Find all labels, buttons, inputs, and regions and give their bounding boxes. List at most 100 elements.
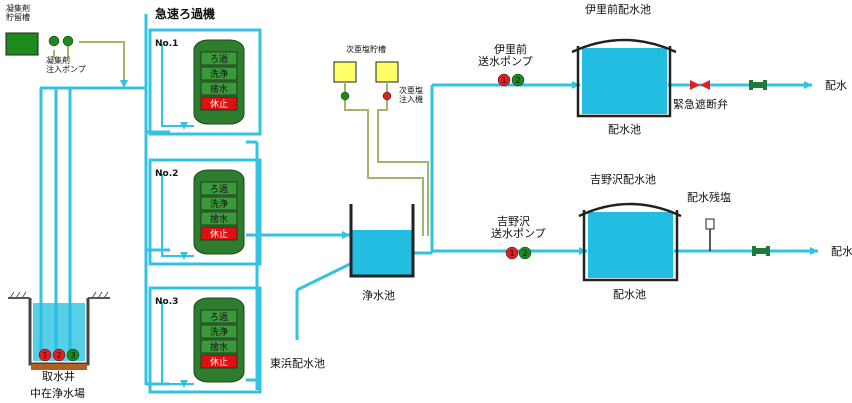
- yoshinosawa-outlet-valve[interactable]: [752, 246, 770, 256]
- rapid-filter-title: 急速ろ過機: [155, 6, 215, 21]
- hypochlorite-tank-label: 次亜塩貯槽: [346, 44, 386, 54]
- intake-well-label: 取水井: [42, 369, 75, 383]
- yoshinosawa-pool-roof: [578, 202, 682, 218]
- yoshinosawa-pool-title: 吉野沢配水池: [590, 172, 656, 186]
- valve-icon: [700, 80, 710, 90]
- filter-state-1[interactable]: ろ過: [200, 181, 238, 196]
- coagulant-pumps[interactable]: [48, 35, 74, 47]
- emergency-valve-label: 緊急遮断弁: [673, 97, 728, 111]
- filter-number: No.3: [155, 297, 178, 307]
- filter-state-4[interactable]: 休止: [200, 354, 238, 369]
- filter-number: No.2: [155, 169, 178, 179]
- arrow-right-icon: [342, 231, 350, 239]
- hypo-line-2: [377, 100, 429, 236]
- filter-state-label: 休止: [210, 356, 228, 368]
- coagulant-tank-label: 凝集剤 貯留槽: [6, 3, 33, 22]
- arrow-right-icon: [810, 247, 818, 255]
- filter-state-label: ろ過: [210, 312, 228, 323]
- residual-chlorine-label: 配水残塩: [687, 190, 731, 204]
- higashihama-label: 東浜配水池: [270, 357, 325, 370]
- filter-number: No.1: [155, 39, 178, 49]
- pump-number: 1: [501, 76, 506, 85]
- pump-3[interactable]: 3: [66, 348, 80, 362]
- haisui-1-label: 配水: [825, 79, 847, 92]
- irimae-pool[interactable]: [571, 38, 677, 118]
- hypochlorite-tank-1[interactable]: [333, 61, 357, 83]
- yoshinosawa-pump-label: 吉野沢 送水ポンプ: [491, 214, 546, 240]
- filter-state-label: 捨水: [210, 213, 228, 225]
- yoshinosawa-pool-wall: [582, 210, 679, 282]
- hypochlorite-pump-1[interactable]: [340, 91, 350, 101]
- filter-state-label: 洗浄: [210, 326, 228, 338]
- arrow-right-icon: [804, 81, 812, 89]
- clear-well-water: [351, 230, 413, 275]
- filter-inner-pipe: [161, 44, 194, 127]
- chemical-lines: [53, 41, 429, 236]
- irimae-pump-label: 伊里前 送水ポンプ: [478, 42, 533, 68]
- filter-state-3[interactable]: 捨水: [200, 81, 238, 96]
- hypochlorite-tank-2[interactable]: [375, 61, 399, 83]
- pump-number: 3: [70, 351, 75, 360]
- filter-state-label: 休止: [210, 228, 228, 240]
- pump-2[interactable]: 2: [52, 348, 66, 362]
- pump-number: 1: [509, 249, 514, 258]
- pump-1[interactable]: 1: [497, 73, 511, 87]
- irimae-pool-title: 伊里前配水池: [585, 2, 651, 16]
- filter-state-label: ろ過: [210, 184, 228, 195]
- coagulant-pump-1[interactable]: [48, 35, 60, 47]
- arrow-down-icon: [120, 80, 128, 88]
- arrow-down-icon: [180, 252, 188, 260]
- pump-number: 2: [515, 76, 520, 85]
- filter-state-3[interactable]: 捨水: [200, 211, 238, 226]
- coagulant-pump-2[interactable]: [62, 35, 74, 47]
- hypo-line-1: [344, 100, 424, 236]
- filter-state-2[interactable]: 洗浄: [200, 196, 238, 211]
- filter-state-label: 洗浄: [210, 68, 228, 80]
- irimae-outlet-valve[interactable]: [749, 80, 767, 90]
- yoshinosawa-pool-water: [588, 212, 673, 278]
- pump-1[interactable]: 1: [505, 246, 519, 260]
- filter-frame: [148, 158, 262, 266]
- filter-state-3[interactable]: 捨水: [200, 339, 238, 354]
- higashihama-pipe: [296, 262, 351, 292]
- irimae-pool-label: 配水池: [608, 123, 641, 136]
- yoshinosawa-pool-label: 配水池: [613, 288, 646, 301]
- hypochlorite-pump-2[interactable]: [382, 91, 392, 101]
- pump-2[interactable]: 2: [511, 73, 525, 87]
- filter-state-1[interactable]: ろ過: [200, 309, 238, 324]
- plant-name-label: 中在浄水場: [30, 386, 85, 400]
- coagulant-pump-label: 凝集剤 注入ポンプ: [46, 55, 86, 74]
- filter-state-4[interactable]: 休止: [200, 96, 238, 111]
- coagulant-tank[interactable]: [5, 32, 39, 56]
- filter-state-2[interactable]: 洗浄: [200, 66, 238, 81]
- pump-1[interactable]: 1: [38, 348, 52, 362]
- residual-chlorine-meter[interactable]: [705, 218, 715, 251]
- haisui-2-label: 配水: [831, 245, 852, 258]
- irimae-pool-wall: [576, 46, 672, 118]
- pump-2[interactable]: 2: [518, 246, 532, 260]
- filter-state-4[interactable]: 休止: [200, 226, 238, 241]
- clear-well-label: 浄水池: [362, 288, 395, 302]
- arrow-down-icon: [180, 380, 188, 388]
- emergency-valve[interactable]: [690, 80, 710, 90]
- irimae-pool-roof: [571, 38, 677, 54]
- valve-icon: [690, 80, 700, 90]
- filter-frame: [148, 28, 262, 136]
- filter-inner-pipe: [161, 302, 194, 385]
- filter-state-label: 捨水: [210, 341, 228, 353]
- yoshinosawa-pool[interactable]: [578, 202, 682, 282]
- filter-frame: [148, 286, 262, 394]
- pump-number: 2: [56, 351, 61, 360]
- irimae-pool-water: [582, 48, 667, 114]
- filter-state-1[interactable]: ろ過: [200, 51, 238, 66]
- arrow-down-icon: [180, 122, 188, 130]
- filter-state-2[interactable]: 洗浄: [200, 324, 238, 339]
- clear-well[interactable]: [349, 204, 415, 278]
